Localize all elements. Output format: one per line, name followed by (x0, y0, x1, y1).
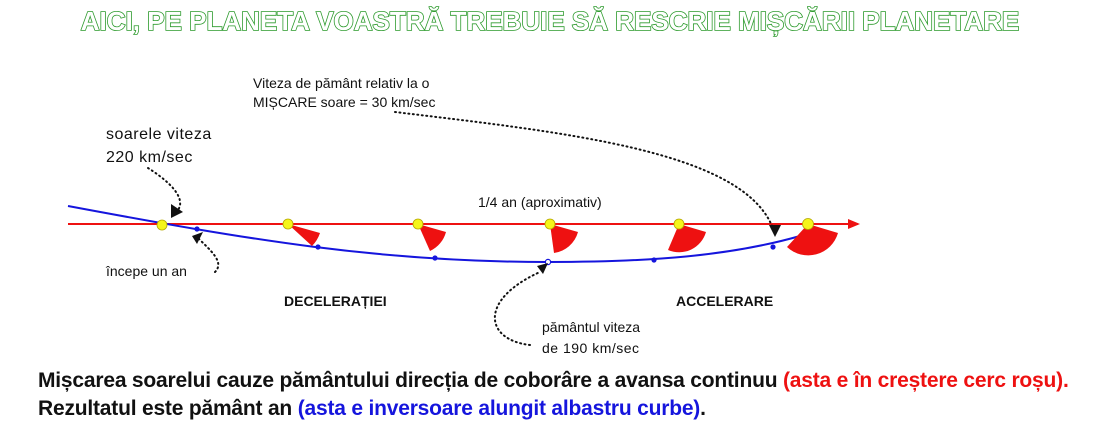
sun-marker (673, 218, 685, 230)
leader-year-start (197, 237, 220, 273)
page-title: AICI, PE PLANETA VOASTRĂ TREBUIE SĂ RESC… (81, 6, 1019, 36)
arrowhead-down (769, 225, 781, 237)
label-earth-relative-speed-2: MIȘCARE soare = 30 km/sec (253, 94, 435, 110)
earth-marker (315, 244, 321, 250)
arrowhead-year-start (192, 232, 203, 244)
caption-red-part: (asta e în creștere cerc roșu). (782, 369, 1069, 392)
red-sector-4 (668, 224, 706, 253)
arrowhead-sun-speed (171, 204, 183, 218)
sun-marker (412, 218, 424, 230)
caption-part-5: . (700, 397, 706, 420)
leader-earth-relative-speed (394, 111, 773, 227)
earth-marker (194, 226, 200, 232)
label-deceleration: DECELERAȚIEI (284, 293, 387, 309)
sun-marker (802, 218, 814, 230)
label-sun-speed-2: 220 km/sec (106, 149, 193, 166)
earth-marker (651, 257, 657, 263)
sun-marker (156, 219, 168, 231)
label-earth-speed-1: pământul viteza (542, 319, 640, 335)
earth-position-markers (194, 226, 776, 266)
label-earth-relative-speed-1: Viteza de pământ relativ la o (253, 75, 430, 91)
leader-earth-speed (494, 271, 541, 346)
growing-red-sectors (288, 224, 838, 256)
arrowhead-earth-speed (537, 263, 548, 274)
caption-blue-part: (asta e inversoare alungit albastru curb… (297, 397, 701, 420)
red-sector-1 (288, 224, 320, 246)
sun-marker (544, 218, 556, 230)
earth-marker (544, 258, 552, 266)
caption-paragraph: Mișcarea soarelui cauze pământului direc… (38, 367, 1088, 423)
sun-marker (282, 218, 294, 230)
sun-positions (156, 218, 814, 231)
leader-sun-speed (147, 167, 182, 211)
earth-marker (770, 244, 776, 250)
earth-path-curve (67, 205, 801, 264)
red-sector-2 (418, 224, 446, 251)
label-quarter-year: 1/4 an (aproximativ) (478, 194, 602, 210)
red-sector-5 (787, 224, 838, 256)
caption-part-1: Mișcarea soarelui cauze pământului direc… (38, 369, 783, 392)
caption-part-3: Rezultatul este pământ an (38, 397, 298, 420)
red-sector-3 (550, 224, 578, 253)
label-acceleration: ACCELERARE (676, 293, 773, 309)
label-sun-speed-1: soarele viteza (106, 126, 212, 143)
earth-marker (432, 255, 438, 261)
leader-arrowheads (171, 204, 781, 274)
label-earth-speed-2: de 190 km/sec (542, 340, 640, 356)
label-year-start: începe un an (105, 263, 187, 279)
